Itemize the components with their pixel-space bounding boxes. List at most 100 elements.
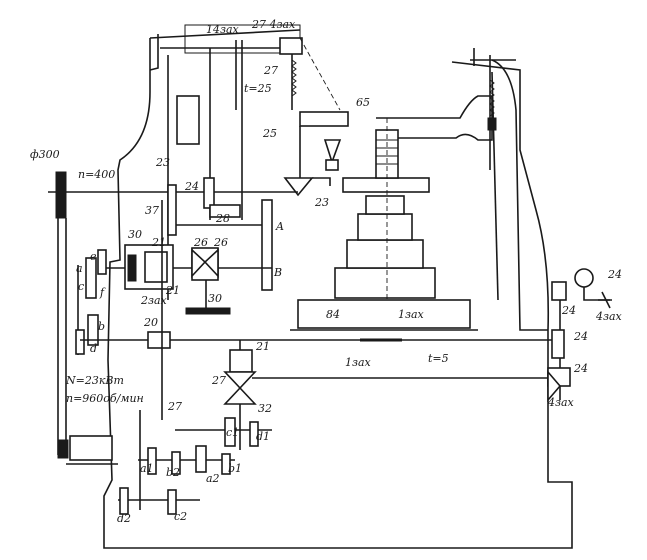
label-d: d: [90, 342, 97, 355]
label-27-b: 27: [211, 374, 226, 387]
label-b1: b1: [228, 462, 242, 475]
motor-power-label: N=23кВт: [65, 374, 124, 387]
label-65: 65: [356, 96, 370, 109]
gear-b1: [221, 453, 231, 475]
label-t25: t=25: [244, 82, 272, 95]
change-gear-e: [97, 249, 107, 275]
change-gear-d: [75, 329, 85, 355]
label-4zax-a: 4зах: [595, 310, 623, 323]
hob-slide: [299, 111, 349, 127]
label-24-d: 24: [573, 330, 588, 343]
bevel-gear-23-side: [312, 177, 331, 186]
gear-21-block: [144, 251, 168, 283]
belt-drive: [57, 218, 67, 455]
handle-left: [149, 34, 159, 71]
gear-a2: [195, 445, 207, 473]
gear-b2: [171, 451, 181, 475]
label-24-e: 24: [573, 362, 588, 375]
motor-pulley: [57, 439, 69, 459]
label-27-4zax: 27 4зах: [251, 18, 296, 31]
outer-support-column: [491, 59, 548, 331]
pulley-speed-label: n=400: [78, 168, 115, 181]
bevel-right-lower: [547, 369, 562, 403]
frame-top-edge: [149, 29, 301, 39]
label-23-b: 23: [314, 196, 329, 209]
label-26-a: 26: [193, 236, 208, 249]
gear-d2: [119, 487, 129, 515]
label-20: 20: [143, 316, 158, 329]
label-c2: c2: [174, 510, 187, 523]
dial-stem: [583, 287, 610, 301]
label-27-c: 27: [167, 400, 182, 413]
workpiece-tier-2: [346, 239, 424, 269]
label-24-c: 24: [561, 304, 576, 317]
label-21-b: 21: [165, 284, 180, 297]
label-84: 84: [326, 308, 340, 321]
bevel-26-left: [191, 248, 207, 279]
label-d1: d1: [256, 430, 270, 443]
label-b: b: [98, 320, 105, 333]
right-crank: [598, 291, 612, 309]
label-c: c: [78, 280, 84, 293]
label-B: B: [273, 266, 282, 279]
label-c1: c1: [226, 426, 239, 439]
top-gearbox: [279, 37, 303, 55]
gear-blank: [342, 177, 430, 193]
dial-indicator: [574, 268, 594, 288]
label-14zax: 14зах: [206, 23, 240, 36]
pulley-diameter-label: ф300: [30, 148, 60, 161]
label-b2: b2: [166, 466, 180, 479]
gear-20: [147, 331, 171, 349]
label-32: 32: [258, 402, 272, 415]
gear-30-block: [127, 254, 137, 282]
gear-a1: [147, 447, 157, 475]
label-a2: a2: [206, 472, 220, 485]
gear-d1: [249, 421, 259, 447]
pulley-300: [55, 171, 67, 219]
label-37: 37: [145, 204, 159, 217]
column-window: [176, 95, 200, 145]
gear-c2: [167, 489, 177, 515]
label-2zax: 2зах: [140, 294, 168, 307]
label-30-a: 30: [128, 228, 142, 241]
label-21-a: 21: [151, 236, 166, 249]
workpiece-tier-4: [365, 195, 405, 215]
hob: [325, 159, 339, 171]
gear-24-right-mid: [551, 329, 565, 359]
label-25: 25: [262, 127, 277, 140]
change-gear-b: [87, 314, 99, 346]
label-a: a: [76, 262, 83, 275]
label-30-b: 30: [208, 292, 222, 305]
worm-21: [229, 349, 253, 373]
label-e: e: [90, 250, 97, 263]
table-base: [297, 299, 471, 329]
label-1zax-a: 1зах: [398, 308, 425, 321]
hob-cone: [323, 139, 342, 165]
change-gear-a: [85, 257, 97, 299]
overarm-clamp: [487, 117, 497, 131]
bevel-27-lower: [223, 386, 257, 405]
label-f: f: [99, 286, 106, 299]
gear-28: [209, 204, 241, 218]
workpiece-tier-3: [357, 213, 413, 241]
label-A: A: [275, 220, 284, 233]
gear-24-right-upper: [551, 281, 567, 301]
bevel-gear-23-top: [283, 177, 314, 197]
overarm-screw-thread: [489, 79, 495, 117]
label-24-a: 24: [184, 180, 199, 193]
label-23-a: 23: [155, 156, 170, 169]
outer-support-inner: [491, 71, 499, 301]
label-d2: d2: [117, 512, 131, 525]
mandrel-ribs: [376, 139, 398, 165]
workpiece-tier-1: [334, 267, 436, 299]
overarm-handle: [470, 48, 516, 66]
label-27-a: 27: [263, 64, 278, 77]
bevel-27-upper: [223, 371, 257, 390]
motor: [69, 435, 113, 461]
label-t5: t=5: [428, 352, 449, 365]
label-24-b: 24: [607, 268, 622, 281]
label-4zax-b: 4зах: [547, 396, 575, 409]
gear-24: [203, 177, 215, 209]
gear-c1: [224, 417, 236, 447]
